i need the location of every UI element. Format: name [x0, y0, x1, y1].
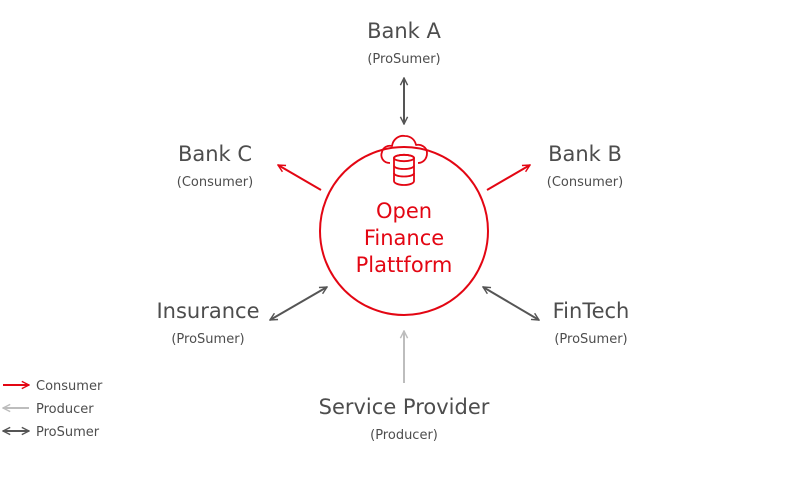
legend-item-prosumer: ProSumer — [3, 425, 100, 440]
node-role: (ProSumer) — [554, 332, 627, 347]
legend-label: Producer — [36, 402, 94, 417]
node-name: FinTech — [553, 299, 630, 323]
node-role: (Consumer) — [177, 175, 253, 190]
node-role: (ProSumer) — [171, 332, 244, 347]
node-name: Bank B — [548, 142, 622, 166]
platform-node: Open Finance Plattform — [319, 134, 489, 316]
node-role: (Producer) — [370, 428, 438, 443]
node-bank-a: Bank A (ProSumer) — [367, 19, 442, 124]
platform-line-3: Plattform — [356, 253, 453, 277]
node-name: Bank A — [367, 19, 441, 43]
legend-label: ProSumer — [36, 425, 100, 440]
legend: Consumer Producer ProSumer — [3, 379, 103, 440]
node-role: (ProSumer) — [367, 52, 440, 67]
platform-line-2: Finance — [364, 226, 444, 250]
node-role: (Consumer) — [547, 175, 623, 190]
legend-label: Consumer — [36, 379, 103, 394]
platform-circle — [319, 146, 489, 316]
platform-line-1: Open — [376, 199, 432, 223]
consumer-arrow — [278, 164, 322, 191]
node-bank-b: Bank B (Consumer) — [486, 142, 623, 191]
prosumer-arrow — [270, 286, 327, 321]
legend-item-consumer: Consumer — [3, 379, 103, 394]
node-name: Bank C — [178, 142, 252, 166]
node-name: Insurance — [156, 299, 259, 323]
prosumer-arrow — [483, 286, 539, 321]
node-service-provider: Service Provider (Producer) — [319, 331, 490, 443]
cloud-database-icon — [380, 134, 428, 186]
legend-item-producer: Producer — [3, 402, 94, 417]
node-fintech: FinTech (ProSumer) — [483, 286, 630, 347]
node-insurance: Insurance (ProSumer) — [156, 286, 327, 347]
node-bank-c: Bank C (Consumer) — [177, 142, 322, 191]
consumer-arrow — [486, 164, 530, 191]
node-name: Service Provider — [319, 395, 490, 419]
